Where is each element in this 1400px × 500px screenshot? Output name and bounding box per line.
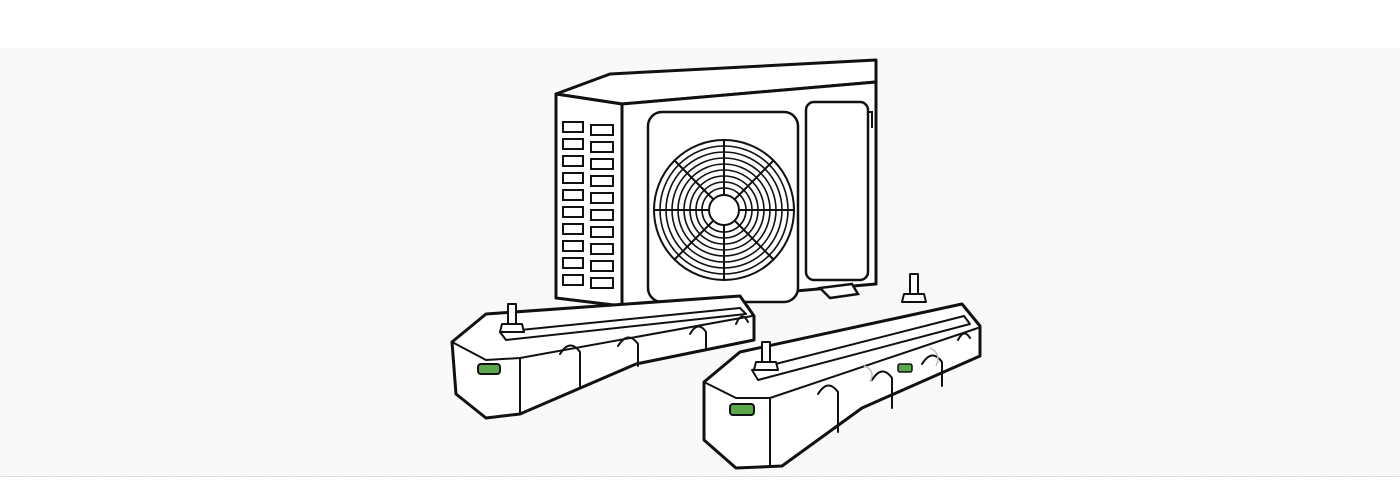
illustration-svg bbox=[0, 48, 1400, 476]
motion-marks bbox=[863, 347, 939, 383]
side-vents bbox=[562, 121, 614, 289]
illustration-panel bbox=[0, 48, 1400, 476]
panel-divider bbox=[0, 476, 1400, 477]
service-panel bbox=[804, 100, 873, 282]
rubber-foot-right bbox=[702, 273, 982, 470]
rubber-foot-left bbox=[450, 294, 756, 420]
fan-grille bbox=[646, 110, 800, 304]
